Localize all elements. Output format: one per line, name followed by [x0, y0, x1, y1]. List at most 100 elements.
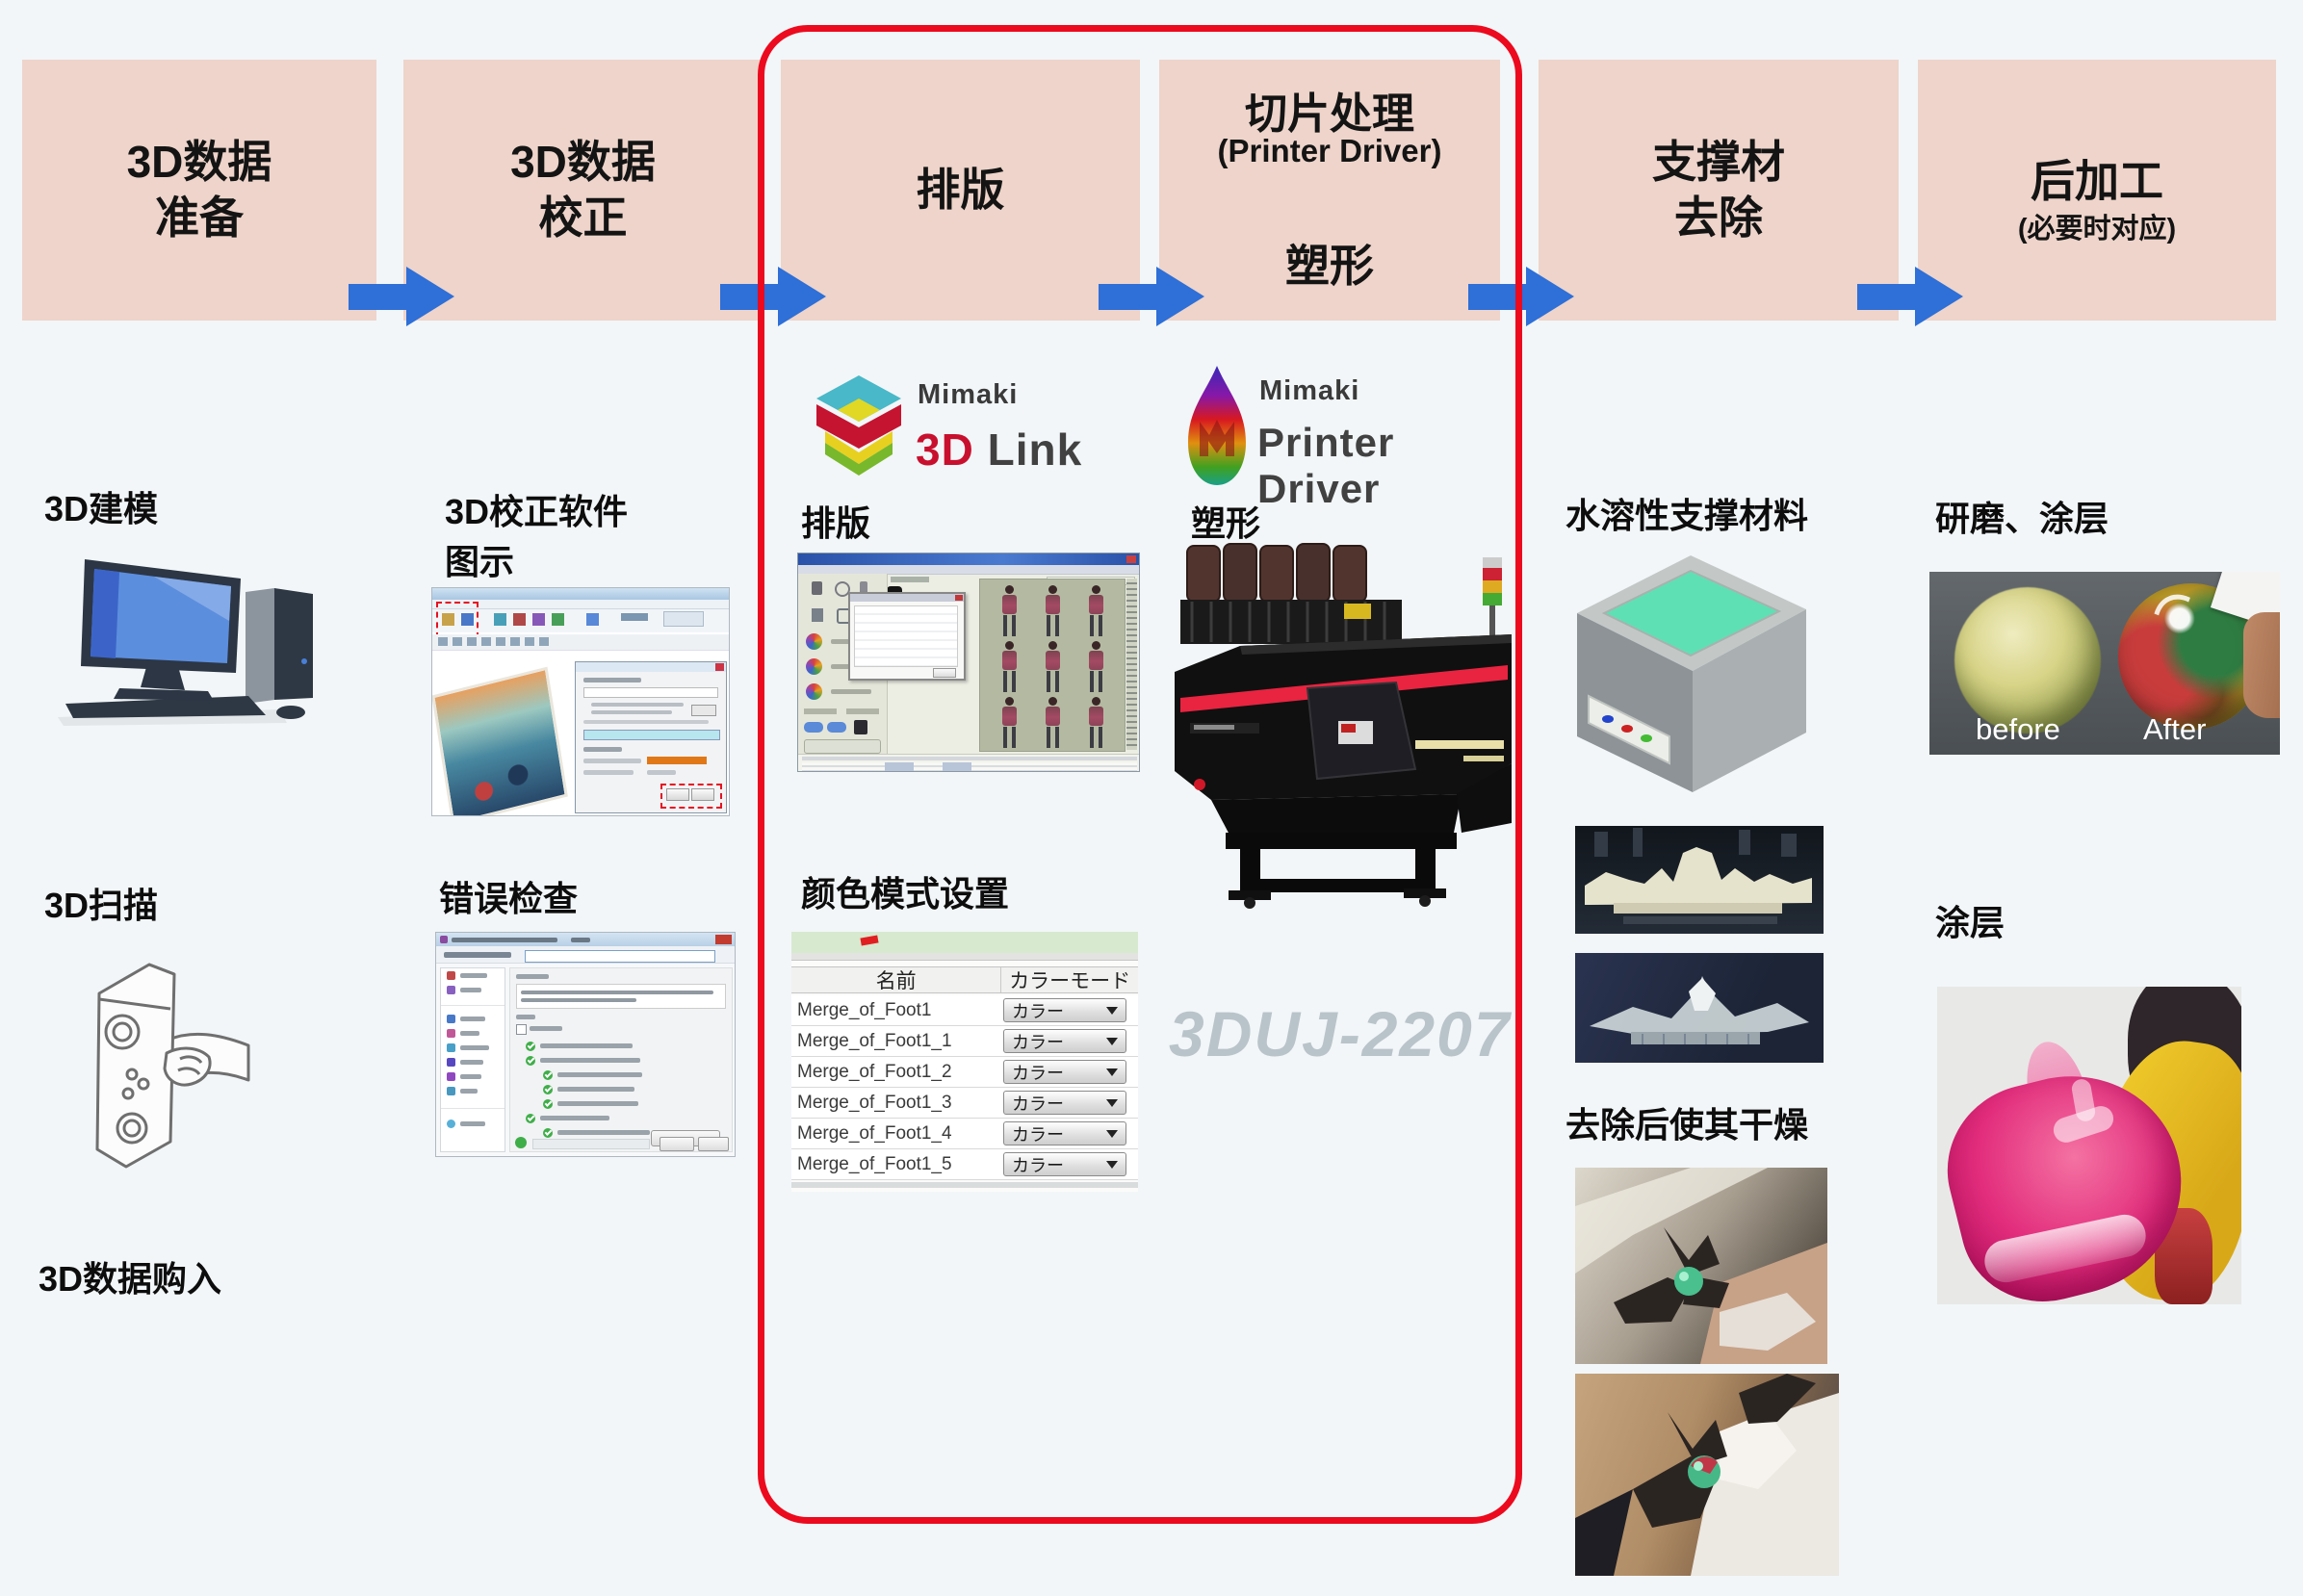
step-label: 排版 — [916, 164, 1005, 215]
artwork-preview — [432, 666, 568, 815]
layout-label: 排版 — [801, 503, 871, 543]
support-tank-illustration — [1577, 553, 1806, 792]
support-material-label: 水溶性支撑材料 — [1566, 496, 1809, 535]
table-row: Merge_of_Foot1 カラー — [791, 995, 1138, 1026]
step-label: 支撑材 — [1652, 137, 1785, 187]
color-mode-value: カラー — [1012, 1001, 1064, 1021]
logo-printer-driver-text: Printer Driver — [1257, 420, 1395, 511]
step-box-layout: 排版 — [781, 60, 1140, 321]
dialog-button — [660, 1137, 694, 1151]
model-name: Merge_of_Foot1_1 — [797, 1031, 952, 1051]
before-caption: before — [1976, 712, 2060, 746]
table-row: Merge_of_Foot1_5 カラー — [791, 1149, 1138, 1180]
mimaki-3dlink-logo: Mimaki 3D Link — [814, 370, 1102, 491]
dialog-button — [698, 1137, 729, 1151]
flow-arrow-icon — [1468, 267, 1574, 326]
logo-brand-text: Mimaki — [918, 379, 1019, 410]
polish-coating-label: 研磨、涂层 — [1935, 499, 2109, 538]
step-label: 去除 — [1674, 192, 1763, 243]
step-label: 准备 — [155, 192, 244, 243]
scanner-illustration — [72, 951, 250, 1177]
red-mark — [860, 935, 879, 946]
model-name: Merge_of_Foot1 — [797, 1000, 932, 1020]
dropdown-arrow-icon — [1106, 1098, 1118, 1107]
model-name: Merge_of_Foot1_4 — [797, 1123, 952, 1144]
data-purchase-label: 3D数据购入 — [39, 1259, 222, 1299]
progress-bar — [647, 757, 707, 764]
color-mode-dropdown: カラー — [1003, 1029, 1126, 1053]
table-row: Merge_of_Foot1_2 カラー — [791, 1057, 1138, 1088]
table-header-mode: カラーモード — [1009, 970, 1131, 992]
model-name: Merge_of_Foot1_3 — [797, 1093, 952, 1113]
printer-driver-logo-icon — [1186, 364, 1248, 487]
logo-link-text: Link — [987, 425, 1083, 475]
model-name: Merge_of_Foot1_2 — [797, 1062, 952, 1082]
error-check-screenshot — [435, 932, 736, 1157]
step-label: 后加工 — [2031, 156, 2163, 206]
step-box-data-correction: 3D数据 校正 — [403, 60, 763, 321]
dropdown-arrow-icon — [1106, 1006, 1118, 1015]
status-ok-icon — [515, 1137, 527, 1148]
after-caption: After — [2143, 712, 2207, 746]
color-mode-dropdown: カラー — [1003, 1091, 1126, 1115]
printer-model-name: 3DUJ-2207 — [1169, 998, 1512, 1069]
model-name: Merge_of_Foot1_5 — [797, 1154, 952, 1174]
color-mode-dropdown: カラー — [1003, 998, 1126, 1022]
coating-label: 涂层 — [1935, 903, 2005, 942]
computer-illustration — [39, 553, 318, 732]
modeling-label: 3D建模 — [44, 489, 159, 528]
highlight-dashed-box — [660, 784, 722, 809]
color-mode-value: カラー — [1012, 1094, 1064, 1114]
printer-photo — [1173, 542, 1517, 910]
table-row: Merge_of_Foot1_3 カラー — [791, 1088, 1138, 1119]
flow-arrow-icon — [1857, 267, 1963, 326]
layout-canvas — [979, 579, 1126, 752]
polish-before-after-photo: before After — [1929, 572, 2280, 755]
table-row: Merge_of_Foot1_4 カラー — [791, 1119, 1138, 1149]
color-mode-table: 名前 カラーモード Merge_of_Foot1 カラー Merge_of_Fo… — [791, 932, 1138, 1192]
step-label: 3D数据 — [510, 137, 656, 187]
color-mode-dropdown: カラー — [1003, 1060, 1126, 1084]
correction-software-screenshot — [431, 587, 730, 816]
step-label: 3D数据 — [126, 137, 272, 187]
close-icon — [715, 935, 732, 944]
error-check-sidebar — [440, 967, 505, 1152]
color-mode-value: カラー — [1012, 1032, 1064, 1052]
table-row: Merge_of_Foot1_1 カラー — [791, 1026, 1138, 1057]
step-label: 切片处理 — [1245, 90, 1414, 138]
color-mode-value: カラー — [1012, 1155, 1064, 1175]
color-mode-dropdown: カラー — [1003, 1121, 1126, 1146]
layout-software-screenshot — [797, 553, 1140, 772]
dry-after-removal-label: 去除后使其干燥 — [1566, 1105, 1809, 1145]
color-mode-value: カラー — [1012, 1063, 1064, 1083]
flow-arrow-icon — [720, 267, 826, 326]
canvas-side-strip — [1126, 579, 1137, 750]
scanning-label: 3D扫描 — [44, 886, 159, 925]
drying-photo-2 — [1575, 1374, 1839, 1576]
dropdown-arrow-icon — [1106, 1068, 1118, 1076]
step-label: 塑形 — [1285, 241, 1374, 291]
path-field — [525, 950, 715, 963]
table-header-name: 名前 — [791, 967, 1002, 992]
correction-software-label-line1: 3D校正软件 — [445, 492, 629, 531]
support-dissolve-photo-1 — [1575, 826, 1824, 934]
step-box-support-removal: 支撑材 去除 — [1539, 60, 1899, 321]
dropdown-arrow-icon — [1106, 1160, 1118, 1169]
dropdown-arrow-icon — [1106, 1129, 1118, 1138]
support-dissolve-photo-2 — [1575, 953, 1824, 1063]
step-label: 校正 — [538, 192, 628, 243]
highlight-dashed-box — [436, 602, 479, 638]
molding-label: 塑形 — [1191, 503, 1261, 543]
color-mode-label: 颜色模式设置 — [801, 874, 1010, 914]
correction-software-label-line2: 图示 — [445, 542, 515, 582]
error-check-label: 错误检查 — [439, 879, 579, 918]
step-sublabel: (Printer Driver) — [1217, 133, 1442, 168]
layout-dialog — [848, 592, 966, 681]
correction-dialog — [575, 661, 727, 813]
logo-brand-text: Mimaki — [1259, 375, 1360, 406]
sphere-before — [1954, 587, 2101, 734]
step-box-post-process: 后加工 (必要时对应) — [1918, 60, 2276, 321]
step-box-slicing-molding: 切片处理 (Printer Driver) 塑形 — [1159, 60, 1500, 321]
mimaki-printer-driver-logo: Mimaki Printer Driver — [1186, 364, 1523, 511]
logo-3d-text: 3D — [916, 425, 974, 475]
